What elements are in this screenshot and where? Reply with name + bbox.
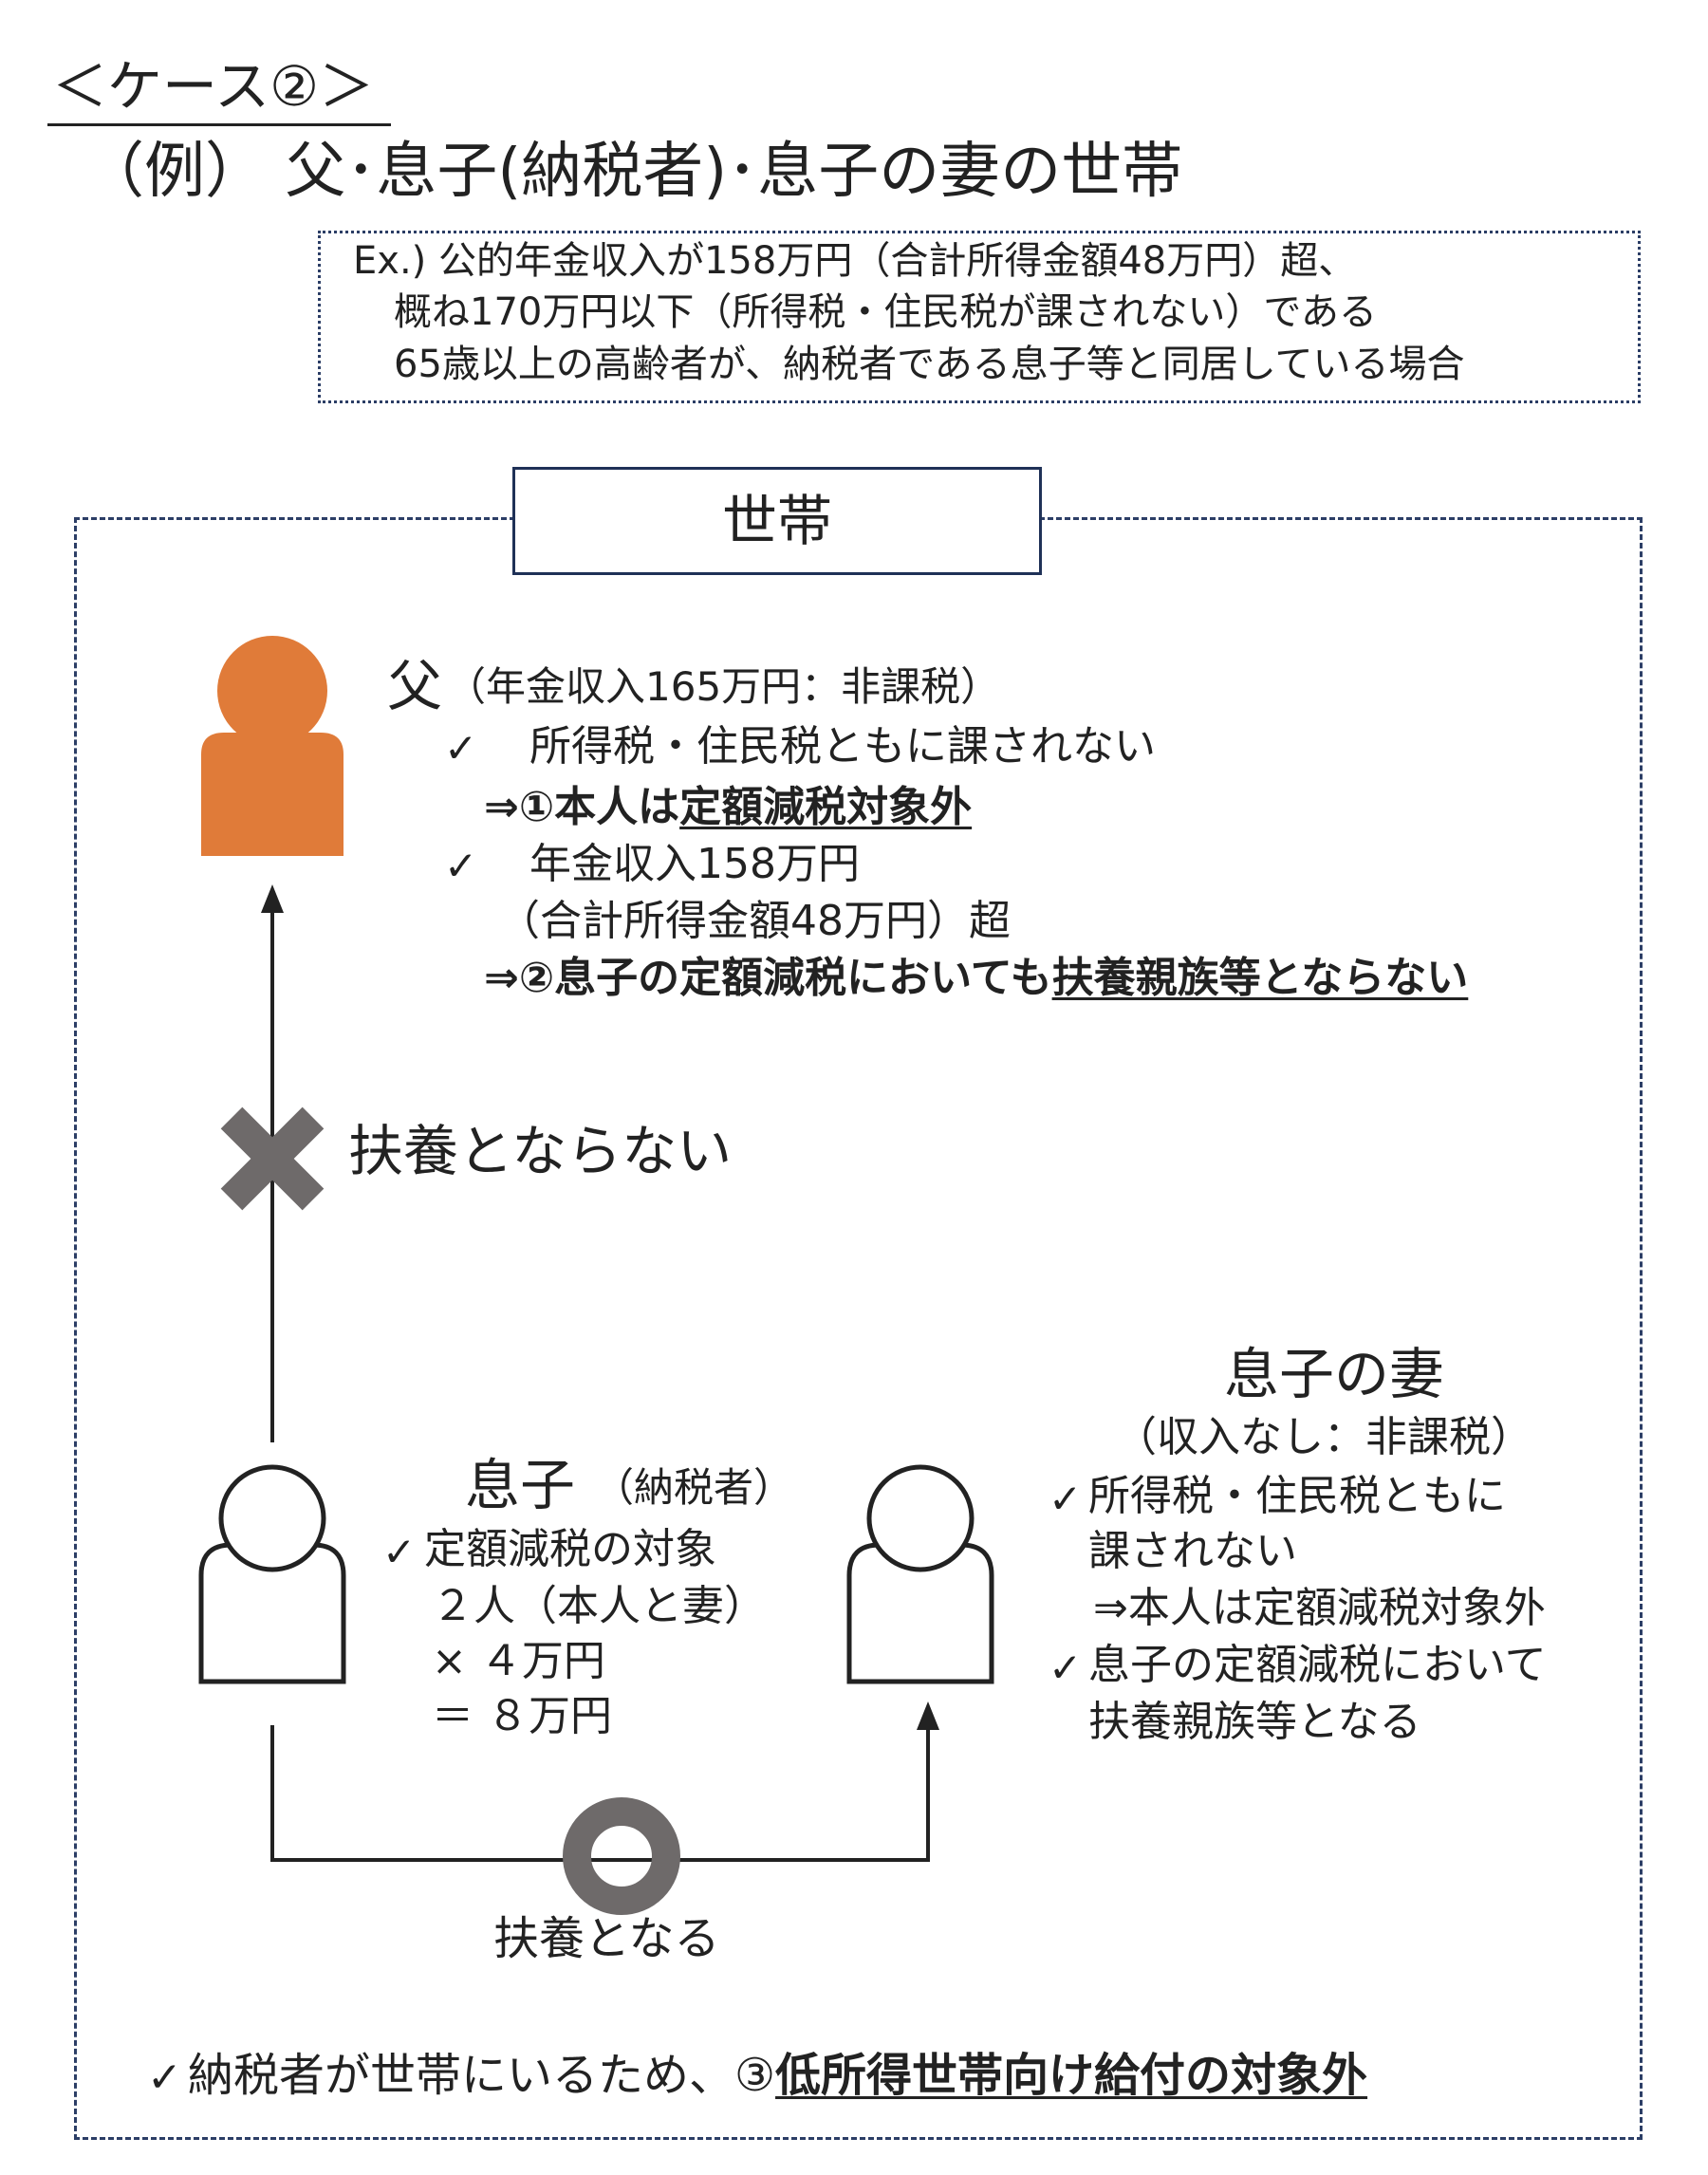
father-person-icon [201,636,343,856]
wife-check-1-line-2: 課されない [1088,1527,1297,1575]
case-title: ＜ケース②＞ [52,54,375,119]
son-person-icon [198,1464,346,1684]
father-status: （年金収入165万円：非課税） [446,663,1001,710]
father-check-2-line-1: 年金収入158万円 [529,840,860,888]
wife-check-2-mark: ✓ [1049,1645,1083,1691]
father-result-1-prefix: ⇒①本人は [484,783,680,831]
father-check-1: 所得税・住民税ともに課されない [529,722,1156,771]
case-title-underline [47,123,391,126]
example-note-line-3: 65歳以上の高齢者が、納税者である息子等と同居している場合 [394,343,1465,386]
father-check-2-line-2: （合計所得金額48万円）超 [498,897,1011,945]
household-label-text: 世帯 [721,488,832,553]
son-line-2: ２人（本人と妻） [432,1582,766,1630]
footer-emph: 低所得世帯向け給付の対象外 [775,2049,1368,2102]
circle-mark-icon [563,1797,680,1915]
father-result-1-emph: 定額減税対象外 [679,783,973,831]
arrow-son-to-wife [270,1701,939,1862]
son-role: （納税者） [594,1464,794,1511]
wife-check-2-line-2: 扶養親族等となる [1088,1698,1421,1746]
wife-check-2-line-1: 息子の定額減税において [1088,1641,1547,1689]
example-title: （例） 父･息子(納税者)･息子の妻の世帯 [84,137,1183,207]
dependent-label: 扶養となる [493,1912,720,1965]
footer-emph-prefix: ③ [734,2049,776,2102]
son-line-4: ＝ ８万円 [432,1692,612,1740]
father-result-2-emph: 扶養親族等とならない [1051,954,1469,1002]
footer-note: 納税者が世帯にいるため、③低所得世帯向け給付の対象外 [188,2049,1368,2102]
not-dependent-label: 扶養とならない [348,1119,733,1183]
wife-person-icon [846,1464,994,1684]
footer-text: 納税者が世帯にいるため、 [188,2049,735,2102]
footer-check-mark: ✓ [147,2054,182,2102]
household-label: 世帯 [512,467,1042,575]
son-check-mark: ✓ [382,1529,417,1575]
example-note-box [318,231,1641,403]
wife-check-1-mark: ✓ [1049,1476,1083,1522]
wife-check-1-line-1: 所得税・住民税ともに [1088,1472,1506,1520]
father-result-2-prefix: ⇒②息子の定額減税においても [484,954,1052,1002]
cross-mark-icon [220,1106,325,1211]
son-line-3: × ４万円 [432,1637,605,1685]
example-note-line-1: Ex.) 公的年金収入が158万円（合計所得金額48万円）超、 [353,239,1357,283]
son-line-1: 定額減税の対象 [424,1525,716,1573]
example-note-line-2: 概ね170万円以下（所得税・住民税が課されない）である [394,290,1377,334]
wife-result-1: ⇒本人は定額減税対象外 [1093,1584,1546,1632]
wife-status: （収入なし：非課税） [1115,1413,1532,1461]
wife-name: 息子の妻 [1224,1342,1445,1406]
father-result-2: ⇒②息子の定額減税においても扶養親族等とならない [484,954,1469,1003]
father-check-2-mark: ✓ [444,843,478,889]
father-name: 父 [387,654,443,718]
father-check-1-mark: ✓ [444,725,478,771]
son-name: 息子 [465,1453,576,1517]
father-result-1: ⇒①本人は定額減税対象外 [484,783,973,832]
